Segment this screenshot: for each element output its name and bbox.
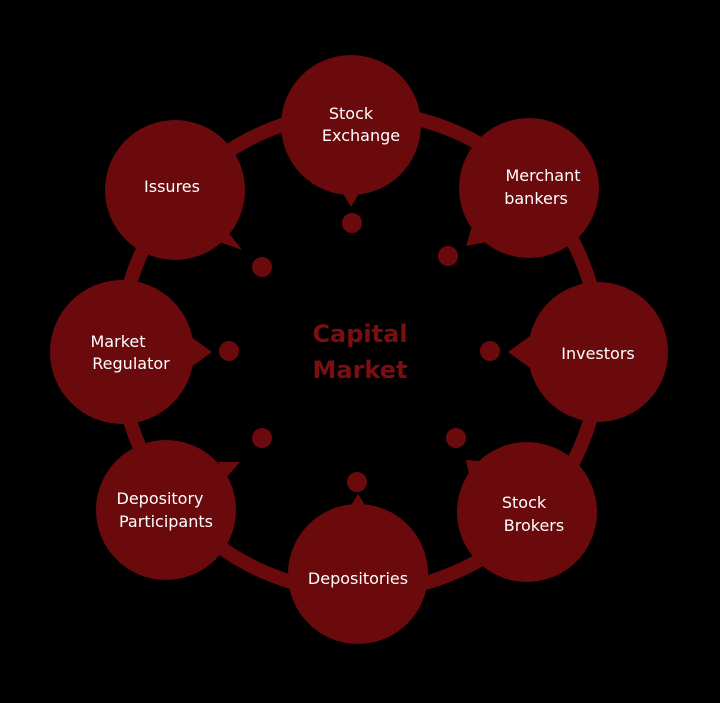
- node-depository-participants: Depository Participants: [96, 440, 240, 580]
- node-label: Depository: [117, 489, 204, 508]
- dot-issures: [252, 257, 272, 277]
- node-pointer: [218, 462, 240, 478]
- center-title: Capital Market: [312, 320, 407, 384]
- node-bubble: [105, 120, 245, 260]
- dot-stock-exchange: [342, 213, 362, 233]
- node-bubble: [96, 440, 236, 580]
- node-issures: Issures: [105, 120, 245, 260]
- nodes: Stock Exchange Merchant bankers Investor…: [50, 55, 668, 644]
- node-pointer: [214, 224, 242, 250]
- node-pointer: [190, 336, 212, 368]
- dot-investors: [480, 341, 500, 361]
- node-label: Issures: [144, 177, 200, 196]
- node-stock-exchange: Stock Exchange: [281, 55, 421, 207]
- node-market-regulator: Market Regulator: [50, 280, 212, 424]
- node-label: bankers: [504, 189, 568, 208]
- node-depositories: Depositories: [288, 494, 428, 644]
- node-bubble: [50, 280, 194, 424]
- node-bubble: [457, 442, 597, 582]
- connector-dots: [219, 213, 500, 492]
- node-label: Exchange: [322, 126, 400, 145]
- node-label: Participants: [119, 512, 213, 531]
- node-bubble: [528, 282, 668, 422]
- node-label: Brokers: [504, 516, 564, 535]
- dot-depository-participants: [252, 428, 272, 448]
- center-title-line2: Market: [313, 356, 408, 384]
- node-investors: Investors: [508, 282, 668, 422]
- node-pointer: [508, 336, 530, 368]
- node-stock-brokers: Stock Brokers: [457, 442, 597, 582]
- dot-stock-brokers: [446, 428, 466, 448]
- node-pointer: [466, 460, 492, 480]
- node-bubble: [288, 504, 428, 644]
- node-label: Regulator: [92, 354, 170, 373]
- node-merchant-bankers: Merchant bankers: [459, 118, 599, 258]
- center-title-line1: Capital: [312, 320, 407, 348]
- node-pointer: [342, 494, 374, 520]
- node-bubble: [459, 118, 599, 258]
- node-label: Stock: [329, 104, 374, 123]
- dot-market-regulator: [219, 341, 239, 361]
- node-label: Investors: [561, 344, 634, 363]
- node-label: Depositories: [308, 569, 408, 588]
- node-pointer: [466, 226, 498, 246]
- node-label: Merchant: [505, 166, 580, 185]
- dot-depositories: [347, 472, 367, 492]
- node-label: Market: [91, 332, 146, 351]
- dot-merchant-bankers: [438, 246, 458, 266]
- node-pointer: [335, 180, 367, 207]
- node-label: Stock: [502, 493, 547, 512]
- node-bubble: [281, 55, 421, 195]
